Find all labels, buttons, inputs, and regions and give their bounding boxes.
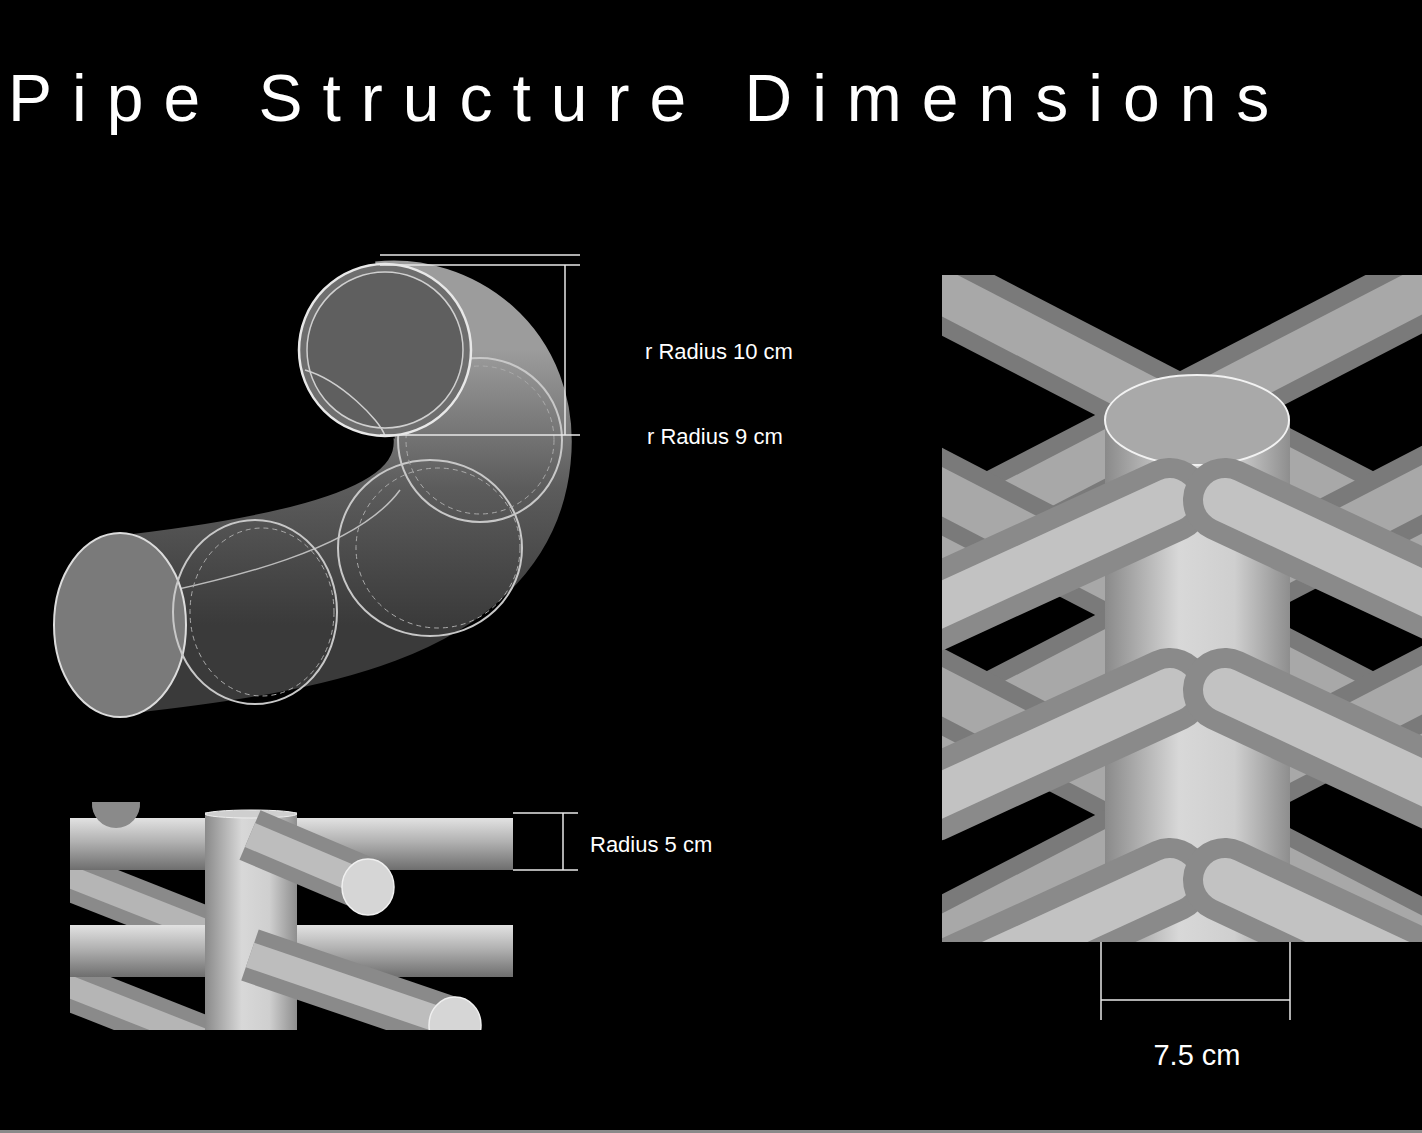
elbow-pipe bbox=[54, 264, 562, 717]
dimension-label: 7.5 cm bbox=[1153, 1040, 1240, 1072]
diagram-title: Pipe Structure Dimensions bbox=[8, 62, 1289, 135]
dimension-label: Radius 5 cm bbox=[590, 833, 712, 857]
dimension-label: r Radius 10 cm bbox=[645, 340, 793, 364]
dimension-label: r Radius 9 cm bbox=[647, 425, 783, 449]
pipe-lattice bbox=[70, 800, 513, 1030]
dimension-lines bbox=[513, 813, 578, 870]
bottom-rule bbox=[0, 1130, 1422, 1133]
dimension-lines bbox=[1101, 942, 1290, 1020]
pipe-lattice bbox=[942, 275, 1422, 942]
dimension-lines bbox=[380, 255, 580, 435]
